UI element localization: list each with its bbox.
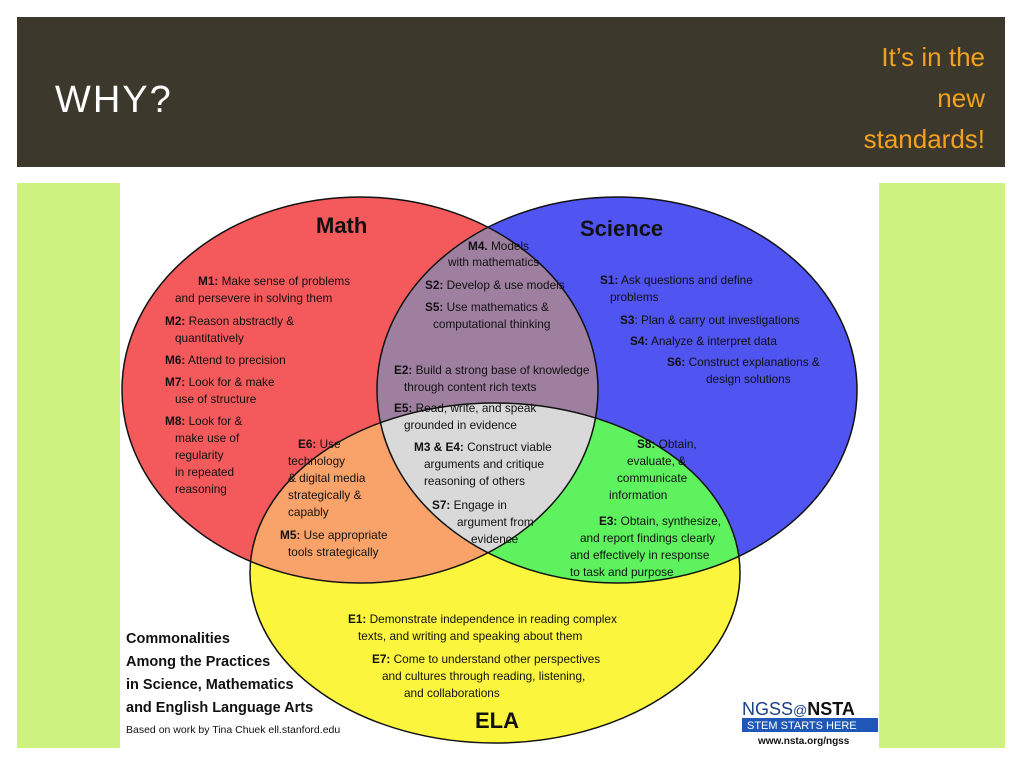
science-outline [376,196,858,584]
practice-e7: E7: Come to understand other perspective… [372,652,600,700]
ela-heading: ELA [475,708,519,733]
logo-wordmark: NGSS@NSTA [742,699,855,719]
slide-title: WHY? [55,79,173,121]
right-green-strip [879,183,1005,748]
title-bar: WHY? It’s in the new standards! [17,17,1005,167]
left-green-strip [17,183,120,748]
practice-s3: S3: Plan & carry out investigations [620,313,800,327]
tagline-line-2: new [937,83,985,113]
practice-e1: E1: Demonstrate independence in reading … [348,612,617,643]
logo-tagline-bar [742,718,878,732]
caption-line-4: and English Language Arts [126,700,313,716]
practice-e3: E3: Obtain, synthesize,and report findin… [570,514,721,579]
math-heading: Math [316,213,367,238]
tagline: It’s in the new standards! [864,37,985,160]
ela-only-practices: E1: Demonstrate independence in reading … [348,612,617,700]
credit-line: Based on work by Tina Chuek ell.stanford… [126,724,340,736]
practice-s5: S5: Use mathematics &computational think… [425,300,550,331]
caption-line-1: Commonalities [126,631,230,647]
diagram-caption: Commonalities Among the Practices in Sci… [126,631,340,736]
ngss-nsta-logo: NGSS@NSTA STEM STARTS HERE www.nsta.org/… [742,699,878,747]
science-heading: Science [580,216,663,241]
logo-url: www.nsta.org/ngss [757,736,850,747]
caption-line-2: Among the Practices [126,654,270,670]
venn-diagram-panel: Math Science ELA M1: Make sense of probl… [120,183,879,748]
caption-line-3: in Science, Mathematics [126,677,294,693]
practice-m2: M2: Reason abstractly &quantitatively [165,314,294,345]
tagline-line-3: standards! [863,124,985,154]
venn-diagram: Math Science ELA M1: Make sense of probl… [121,196,878,747]
logo-tagline: STEM STARTS HERE [747,720,857,732]
practice-s2: S2: Develop & use models [425,278,565,292]
practice-s4: S4: Analyze & interpret data [630,334,777,348]
tagline-line-1: It’s in the [881,42,985,72]
practice-m6: M6: Attend to precision [165,353,286,367]
math-outline [121,196,599,584]
ela-outline [249,402,741,744]
practice-s6: S6: Construct explanations &design solut… [667,355,820,386]
